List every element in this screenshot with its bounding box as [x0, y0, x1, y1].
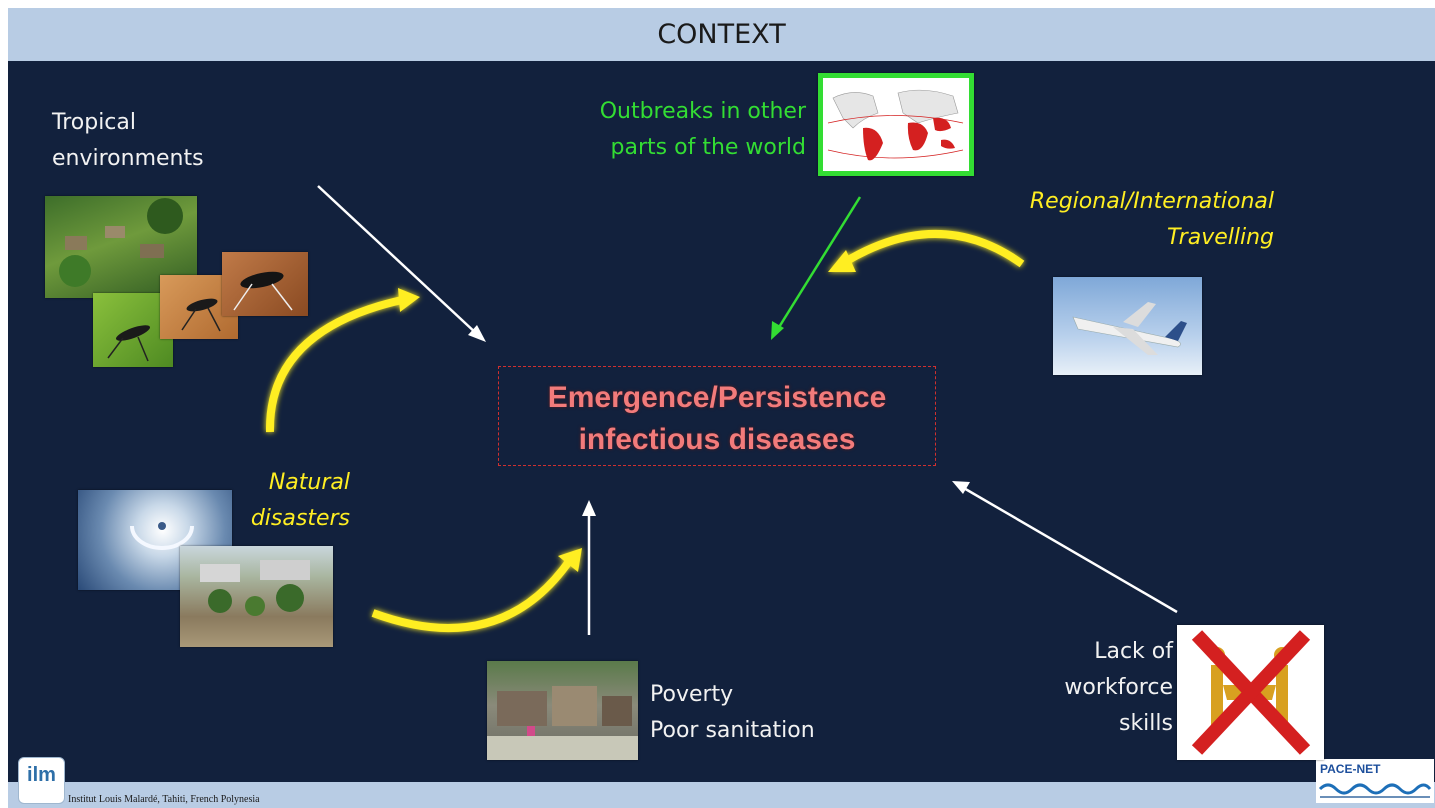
- arrow-workforce-to-center: [952, 481, 1178, 614]
- arrow-natural-to-tropical-curve: [265, 288, 420, 433]
- footer-institution: Institut Louis Malardé, Tahiti, French P…: [68, 794, 260, 805]
- label-natural-disasters: Natural disasters: [250, 470, 350, 531]
- pacenet-logo-text: PACE-NET: [1320, 762, 1381, 776]
- label-poverty: Poverty Poor sanitation: [650, 682, 815, 743]
- slide-title: CONTEXT: [657, 19, 786, 50]
- arrow-travelling-curve: [828, 230, 1025, 272]
- pacenet-logo: PACE-NET: [1316, 759, 1434, 803]
- slum-photo: [487, 661, 638, 760]
- workforce-crossed-image: [1177, 625, 1324, 760]
- central-concept-text: Emergence/Persistence infectious disease…: [547, 381, 887, 456]
- world-map: [823, 78, 969, 171]
- flood-photo: [180, 546, 333, 647]
- airplane-photo: [1053, 277, 1202, 375]
- pacenet-wave-icon: [1318, 783, 1432, 798]
- label-tropical-environments: Tropical environments: [52, 110, 204, 171]
- arrow-natural-to-center-curve: [371, 548, 582, 633]
- label-outbreaks: Outbreaks in other parts of the world: [599, 99, 806, 160]
- arrow-poverty-to-center: [582, 500, 596, 635]
- mosquito-photo-green: [93, 293, 173, 367]
- central-concept-box: Emergence/Persistence infectious disease…: [498, 366, 936, 466]
- arrow-tropical-to-center: [317, 185, 486, 342]
- mosquito-photo-closeup: [222, 252, 308, 316]
- label-workforce: Lack of workforce skills: [1064, 639, 1173, 736]
- label-travelling: Regional/International Travelling: [1029, 189, 1274, 250]
- world-map-frame: [818, 73, 974, 176]
- ilm-logo: ilm: [18, 757, 65, 804]
- arrow-outbreaks-to-center: [771, 196, 862, 340]
- header-band: CONTEXT: [8, 8, 1435, 61]
- footer-band: Institut Louis Malardé, Tahiti, French P…: [8, 782, 1435, 808]
- ilm-logo-text: ilm: [27, 764, 56, 786]
